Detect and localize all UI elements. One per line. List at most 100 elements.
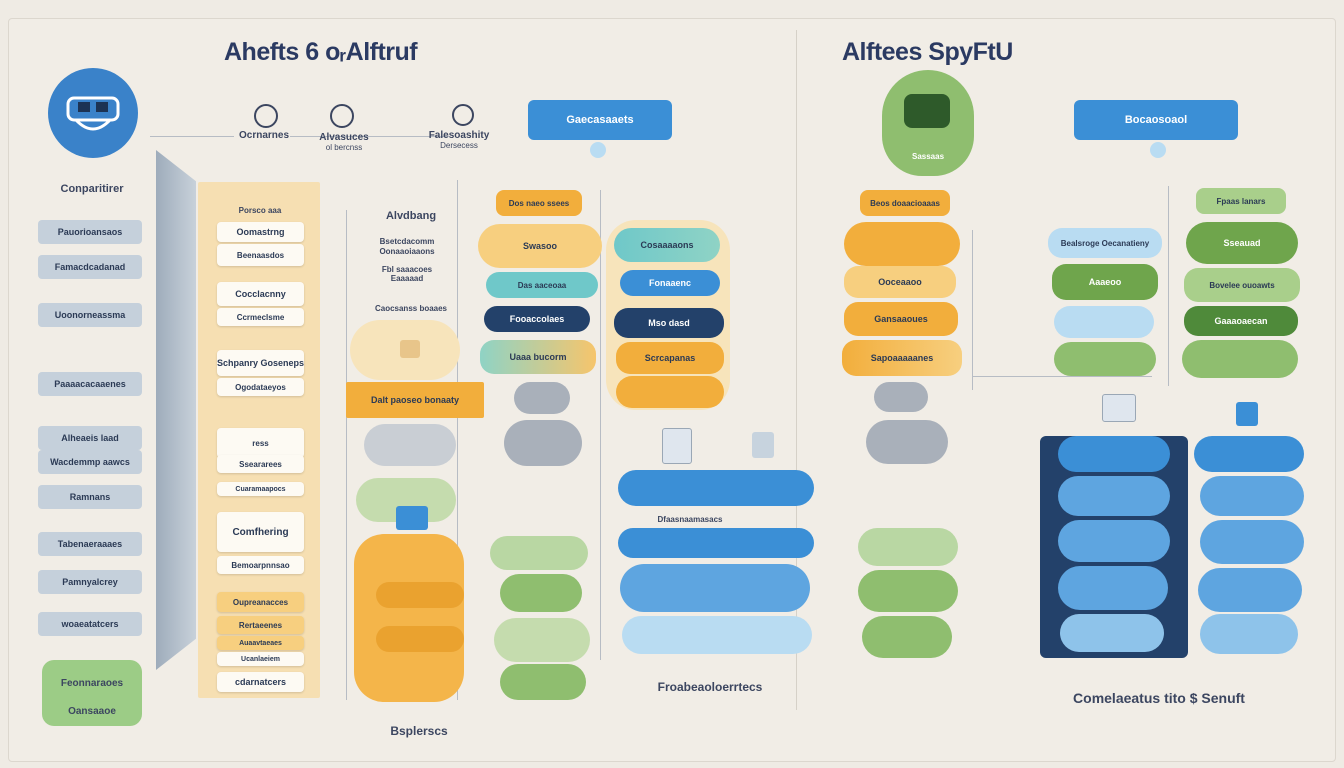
right-blue-item[interactable] (1194, 436, 1304, 472)
sidebar-item[interactable]: Ramnans (38, 485, 142, 509)
right-mid-item[interactable]: Bealsroge Oecanatieny (1048, 228, 1162, 258)
column1-card: Comfhering (217, 512, 304, 552)
right-blue-item[interactable] (1060, 614, 1164, 652)
title-left: Ahefts 6 ᴏᵣAlftruf (224, 38, 418, 66)
column1-card: Beenaasdos (217, 244, 304, 266)
right-orange-top[interactable]: Beos doaacioaaas (860, 190, 950, 216)
column1-card: Ogodataeyos (217, 378, 304, 396)
column3-green-pill (490, 536, 588, 570)
sidebar-item[interactable]: Pamnyalcrey (38, 570, 142, 594)
column2-sub1: Bsetcdacomm (379, 237, 435, 246)
sidebar-item[interactable]: Tabenaeraaaes (38, 532, 142, 556)
column3-top[interactable]: Dos naeo ssees (496, 190, 582, 216)
right-mid-item[interactable]: Aaaeoo (1052, 264, 1158, 300)
center-stack-item[interactable] (622, 616, 812, 654)
right-green-pill (858, 528, 958, 566)
column3-item[interactable]: Swasoo (478, 224, 602, 268)
pin-icon-left (590, 142, 606, 158)
center-stack-item[interactable] (618, 470, 814, 506)
right-blue-item[interactable] (1058, 566, 1168, 610)
column3-green-pill (494, 618, 590, 662)
column1-card: ress (217, 428, 304, 458)
column3-item[interactable]: Das aaceoaa (486, 272, 598, 298)
right-blue-item[interactable] (1200, 476, 1304, 516)
link-icon (452, 104, 474, 126)
mascot-label: Sassaas (911, 152, 945, 161)
right-blue-item[interactable] (1198, 568, 1302, 612)
column1-card: Ccrmeclsme (217, 308, 304, 326)
top-button-left[interactable]: Gaecasaaets (528, 100, 672, 140)
pin-icon-right (1150, 142, 1166, 158)
column2-grey-pill (364, 424, 456, 466)
column3-item[interactable]: Fooaccolaes (484, 306, 590, 332)
column4-orange-pill (616, 376, 724, 408)
right-green-item[interactable]: Sseauad (1186, 222, 1298, 264)
right-orange-item[interactable]: Sapoaaaaanes (842, 340, 962, 376)
ahrefs-logo-icon (48, 68, 138, 158)
label-backlinks: Falesoashity (428, 130, 490, 141)
column4-item[interactable]: Scrcapanas (616, 342, 724, 374)
sidebar-item[interactable]: Uoonorneassma (38, 303, 142, 327)
right-blue-item[interactable] (1200, 520, 1304, 564)
sidebar-item[interactable]: Famacdcadanad (38, 255, 142, 279)
right-blue-item[interactable] (1058, 520, 1170, 562)
column2-orange-band (376, 626, 464, 652)
document-icon (752, 432, 774, 458)
column3-grey-pill (504, 420, 582, 466)
column4-item[interactable]: Fonaaenc (620, 270, 720, 296)
header-line-left (150, 136, 234, 137)
column1-card: Cocclacnny (217, 282, 304, 306)
vertical-line-right1 (972, 230, 973, 390)
right-green-pill (1182, 340, 1298, 378)
column2-bar[interactable]: Dalt paoseo bonaaty (346, 382, 484, 418)
column3-item[interactable]: Uaaa bucorm (480, 340, 596, 374)
right-footer: Comelaeatus tito $ Senuft (1073, 690, 1245, 706)
right-orange-item[interactable]: Ooceaaoo (844, 266, 956, 298)
column4-item[interactable]: Cosaaaaons (614, 228, 720, 262)
sidebar-bottom-card[interactable] (42, 660, 142, 726)
sidebar-item[interactable]: woaeatatcers (38, 612, 142, 636)
column3-grey-pill (514, 382, 570, 414)
right-green-item[interactable]: Bovelee ouoawts (1184, 268, 1300, 302)
sidebar-item[interactable]: Pauorioansaos (38, 220, 142, 244)
column2-sub2: Oonaaoiaaons (379, 247, 435, 256)
document-icon (662, 428, 692, 464)
right-grey-pill (866, 420, 948, 464)
column1-card: Rertaeenes (217, 616, 304, 634)
mascot-face (904, 94, 950, 128)
side-panel (156, 150, 196, 670)
sidebar-heading: Conparitirer (60, 183, 124, 195)
column2-heading: Alvdbang (385, 210, 437, 222)
column1-card: Ucanlaeiem (217, 652, 304, 666)
magnifier-icon (254, 104, 278, 128)
right-blue-item[interactable] (1058, 476, 1170, 516)
column2-sub4: Eaaaaad (390, 274, 424, 283)
sidebar-item[interactable]: Alheaeis laad (38, 426, 142, 450)
column1-top: Porsco aaa (238, 206, 282, 215)
right-green-item[interactable]: Gaaaoaecan (1184, 306, 1298, 336)
vertical-line-col4 (600, 190, 601, 660)
chart-icon (330, 104, 354, 128)
center-stack-item[interactable] (620, 564, 810, 612)
document-icon (400, 340, 420, 358)
column1-card: Oupreanacces (217, 592, 304, 612)
column2-sub5: Caocsanss boaaes (374, 304, 448, 313)
sidebar-bottom-title: Feonnaraoes (60, 678, 124, 689)
center-stack-item[interactable] (618, 528, 814, 558)
right-blue-item[interactable] (1058, 436, 1170, 472)
right-mid-pill (1054, 306, 1154, 338)
column1-card: Auaavtaeaes (217, 636, 304, 650)
right-orange-item[interactable]: Gansaaoues (844, 302, 958, 336)
center-footer: Froabeaoloerrtecs (657, 680, 763, 694)
column1-card: Cuaramaapocs (217, 482, 304, 496)
column4-item[interactable]: Mso dasd (614, 308, 724, 338)
vertical-line-right2 (1168, 186, 1169, 386)
right-green-top[interactable]: Fpaas lanars (1196, 188, 1286, 214)
right-orange-pill (844, 222, 960, 266)
sidebar-item[interactable]: Paaaacacaaenes (38, 372, 142, 396)
top-button-right[interactable]: Bocaosoaol (1074, 100, 1238, 140)
right-blue-item[interactable] (1200, 614, 1298, 654)
header-line-mid (290, 136, 450, 137)
column3-green-pill (500, 574, 582, 612)
sidebar-item[interactable]: Wacdemmp aawcs (38, 450, 142, 474)
